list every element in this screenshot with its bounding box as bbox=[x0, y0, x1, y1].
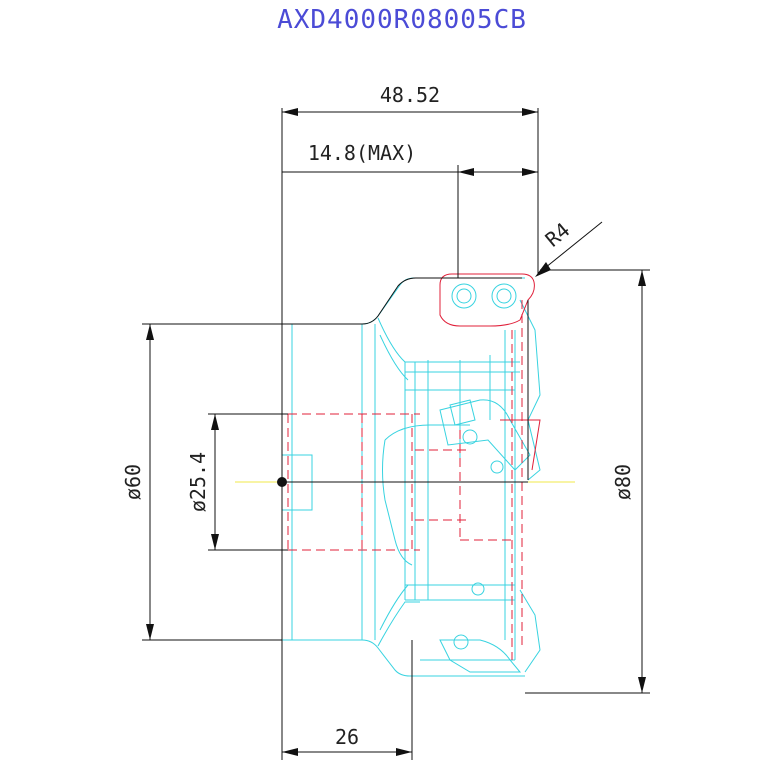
dim-corner-radius: R4 bbox=[535, 218, 603, 277]
insert-and-hidden-lines bbox=[287, 273, 541, 660]
dim-hub-length-label: 26 bbox=[335, 725, 359, 749]
cutter-face-outline bbox=[281, 108, 539, 760]
part-number-title: AXD4000R08005CB bbox=[277, 5, 527, 35]
dim-depth-of-cut-label: 14.8(MAX) bbox=[308, 141, 416, 165]
dim-overall-length-label: 48.52 bbox=[380, 83, 440, 107]
dim-body-diameter: ø60 bbox=[121, 323, 282, 641]
dim-cutting-diameter-label: ø80 bbox=[611, 464, 635, 500]
cutter-body bbox=[281, 277, 541, 677]
dim-bore-diameter-label: ø25.4 bbox=[186, 452, 210, 512]
dim-hub-length: 26 bbox=[282, 640, 413, 760]
dim-cutting-diameter: ø80 bbox=[525, 269, 650, 694]
dim-overall-length: 48.52 bbox=[282, 83, 538, 116]
dim-depth-of-cut: 14.8(MAX) bbox=[282, 141, 538, 278]
dim-body-diameter-label: ø60 bbox=[121, 464, 145, 500]
dim-corner-radius-label: R4 bbox=[541, 218, 575, 252]
origin-marker bbox=[277, 477, 287, 487]
dim-bore-diameter: ø25.4 bbox=[186, 413, 288, 551]
